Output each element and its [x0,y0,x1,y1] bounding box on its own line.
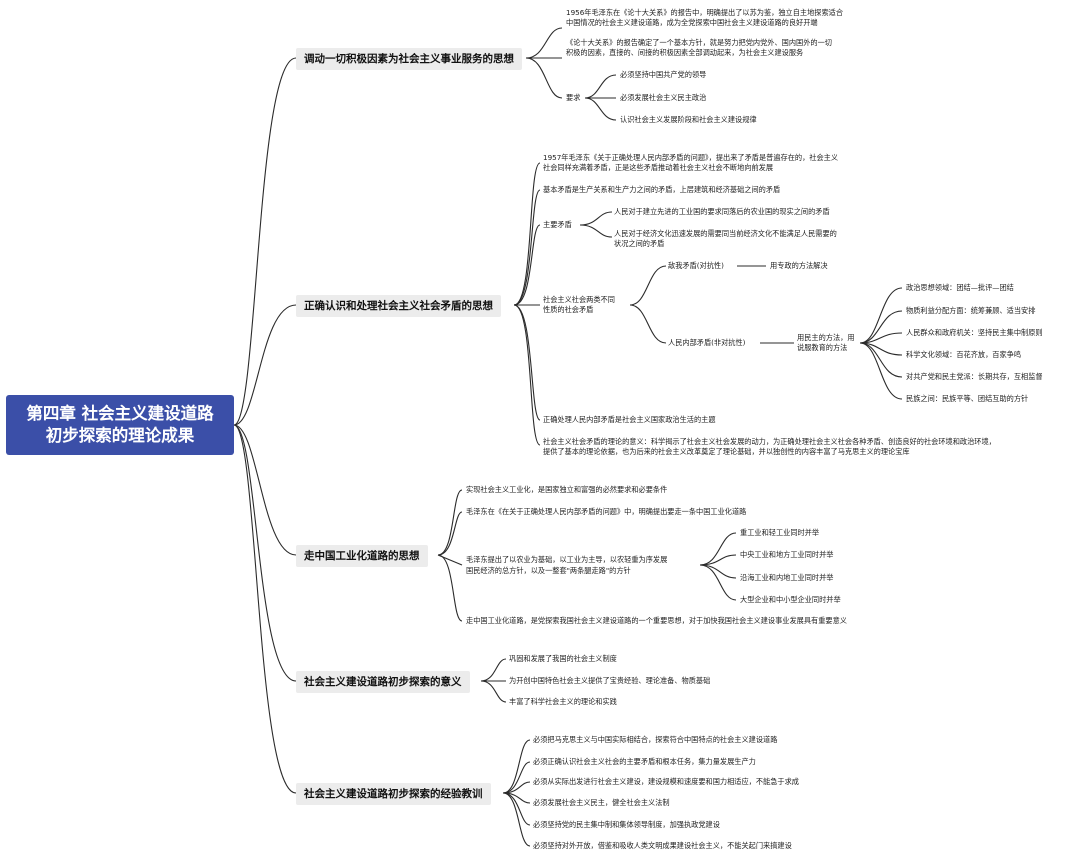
edge-root-b2 [233,304,297,426]
b1-1956-report-line2: 中国情况的社会主义建设道路，成为全党探索中国社会主义建设道路的良好开端 [566,18,818,27]
b3-industrialization-necessity: 实现社会主义工业化，是国家独立和富强的必然要求和必要条件 [466,485,668,494]
root-topic-line1: 第四章 社会主义建设道路 [26,404,214,423]
b2-1957-line2: 社会同样充满着矛盾，正是这些矛盾推动着社会主义社会不断地向前发展 [543,163,774,172]
branch-exploration-significance[interactable]: 社会主义建设道路初步探索的意义 [296,671,470,693]
b2-main-contradiction-a: 人民对于建立先进的工业国的要求同落后的农业国的现实之间的矛盾 [614,207,830,216]
edge-root-b1 [233,57,297,426]
branch-lessons-learned[interactable]: 社会主义建设道路初步探索的经验教训 [296,783,491,805]
b2-significance-line1: 社会主义社会矛盾的理论的意义：科学揭示了社会主义社会发展的动力，为正确处理社会主… [543,437,996,446]
b2-basic-contradiction: 基本矛盾是生产关系和生产力之间的矛盾，上层建筑和经济基础之间的矛盾 [543,185,781,194]
edge-root-b5 [233,424,297,794]
b5-item: 必须从实际出发进行社会主义建设，建设规模和速度要和国力相适应，不能急于求成 [533,777,799,786]
b5-item: 必须发展社会主义民主，健全社会主义法制 [533,798,670,807]
b2-main-contradiction-b-line2: 状况之间的矛盾 [614,239,665,248]
b1-requirements-node[interactable]: 要求 [566,93,581,102]
branch-industrialization-road[interactable]: 走中国工业化道路的思想 [296,545,428,567]
b5-item: 必须正确认识社会主义社会的主要矛盾和根本任务，集力量发展生产力 [533,757,756,766]
edge-root-b4 [233,424,297,682]
b4-item: 为开创中国特色社会主义提供了宝贵经验、理论准备、物质基础 [509,676,711,685]
b2-domain-item: 民族之间：民族平等、团结互助的方针 [906,394,1029,403]
b2-significance-line2: 提供了基本的理论依据，也为后来的社会主义改革奠定了理论基础，并以独创性的内容丰富… [543,447,910,456]
root-topic-line2: 初步探索的理论成果 [45,426,195,445]
b2-domain-item: 人民群众和政府机关：坚持民主集中制原则 [906,328,1043,337]
b3-walking-item: 中央工业和地方工业同时并举 [740,550,834,559]
b2-enemy-contradiction[interactable]: 敌我矛盾(对抗性) [668,261,724,270]
b3-general-policy-line2: 国民经济的总方针，以及一整套"两条腿走路"的方针 [466,566,631,575]
b2-people-contradiction[interactable]: 人民内部矛盾(非对抗性) [668,338,746,347]
b3-walking-item: 大型企业和中小型企业同时并举 [740,595,841,604]
branch-social-contradictions[interactable]: 正确认识和处理社会主义社会矛盾的思想 [296,295,501,317]
b5-item: 必须坚持党的民主集中制和集体领导制度，加强执政党建设 [533,820,720,829]
b3-walking-item: 重工业和轻工业同时并举 [740,528,820,537]
b5-item: 必须把马克思主义与中国实际相结合，探索符合中国特点的社会主义建设道路 [533,735,778,744]
b2-people-solution-line1: 用民主的方法，用 [797,333,855,342]
b1-1956-report-line1: 1956年毛泽东在《论十大关系》的报告中，明确提出了以苏为鉴，独立自主地探索适合 [566,8,844,17]
b2-main-contradiction-node[interactable]: 主要矛盾 [543,220,572,229]
b2-domain-item: 科学文化领域：百花齐放，百家争鸣 [906,350,1022,359]
b2-domain-item: 政治思想领域：团结—批评—团结 [906,283,1014,292]
b2-1957-line1: 1957年毛泽东《关于正确处理人民内部矛盾的问题》，提出来了矛盾是普遍存在的，社… [543,153,839,162]
b3-mao-proposal: 毛泽东在《在关于正确处理人民内部矛盾的问题》中，明确提出要走一条中国工业化道路 [466,507,747,516]
b1-req-item: 必须发展社会主义民主政治 [620,93,707,102]
b2-domain-item: 物质利益分配方面：统筹兼顾、适当安排 [906,306,1036,315]
edge-root-b3 [233,424,297,556]
branch-mobilize-positive-factors[interactable]: 调动一切积极因素为社会主义事业服务的思想 [296,48,522,70]
b4-item: 巩固和发展了我国的社会主义制度 [509,654,617,663]
b2-people-solution-line2: 说服教育的方法 [797,343,848,352]
b4-item: 丰富了科学社会主义的理论和实践 [509,697,617,706]
b5-item: 必须坚持对外开放，借鉴和吸收人类文明成果建设社会主义，不能关起门来搞建设 [533,841,792,850]
b1-req-item: 认识社会主义发展阶段和社会主义建设规律 [620,115,757,124]
b2-two-types-line2: 性质的社会矛盾 [543,305,594,314]
b3-general-policy-line1[interactable]: 毛泽东提出了以农业为基础，以工业为主导，以农轻重为序发展 [466,555,668,564]
b1-req-item: 必须坚持中国共产党的领导 [620,70,707,79]
b1-basic-policy-line2: 积极的因素，直接的、间接的积极因素全部调动起来，为社会主义建设服务 [566,48,804,57]
b2-theme: 正确处理人民内部矛盾是社会主义国家政治生活的主题 [543,415,716,424]
b3-importance: 走中国工业化道路，是党探索我国社会主义建设道路的一个重要思想，对于加快我国社会主… [466,616,847,625]
b2-enemy-solution: 用专政的方法解决 [770,261,828,270]
b3-walking-item: 沿海工业和内地工业同时并举 [740,573,834,582]
b1-basic-policy-line1: 《论十大关系》的报告确定了一个基本方针，就是努力把党内党外、国内国外的一切 [566,38,832,47]
b2-domain-item: 对共产党和民主党派：长期共存，互相监督 [906,372,1043,381]
b2-main-contradiction-b-line1: 人民对于经济文化迅速发展的需要同当前经济文化不能满足人民需要的 [614,229,837,238]
b2-two-types-line1[interactable]: 社会主义社会两类不同 [543,295,615,304]
root-topic[interactable]: 第四章 社会主义建设道路 初步探索的理论成果 [6,395,234,455]
